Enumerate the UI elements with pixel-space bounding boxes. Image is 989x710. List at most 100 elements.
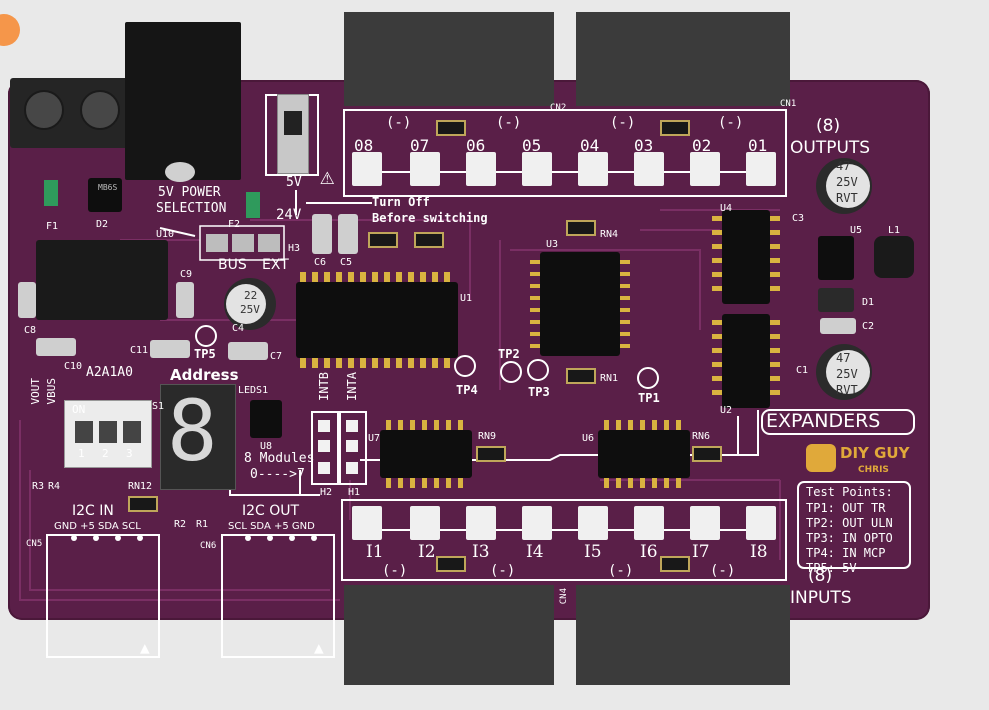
dip-1-label: 1 [78,447,85,460]
output-connector-cn1 [576,12,790,106]
inta-label: INTA [345,372,359,401]
output-connector-cn2 [344,12,554,106]
ref-h3: H3 [288,243,301,254]
resistor-pack [660,120,690,136]
driver-chip-u2 [722,314,770,408]
ref-u7: U7 [368,433,381,444]
i2c-out-pins: SCL SDA +5 GND [228,521,315,532]
logo-subtext: CHRIS [858,465,889,475]
input-label: I1 [366,542,384,562]
ref-c9: C9 [180,269,193,280]
resistor-pack [566,220,596,236]
input-label: I6 [640,542,658,562]
i2c-in-pins: GND +5 SDA SCL [54,521,141,532]
output-label: 04 [580,136,600,155]
output-led [578,152,608,186]
test-point-4: TP4: IN MCP [806,546,886,560]
capacitor-c7 [228,342,268,360]
test-point-5: TP5: 5V [806,561,857,575]
output-led [634,152,664,186]
i2c-in-arrow-icon: ▲ [140,638,150,657]
bus-ext-jumper[interactable] [206,232,282,254]
input-label: I7 [692,542,710,562]
address-dip-switch[interactable] [64,400,152,468]
bus-label: BUS [218,257,247,273]
bridge-d2 [88,178,122,212]
ref-u5: U5 [850,225,863,236]
capacitor-c2 [820,318,856,334]
ref-cn4: CN4 [559,588,569,605]
cap-value: 47 [836,351,851,365]
modules-range: 0---->7 [250,467,305,482]
regulator-u10 [36,240,168,320]
ref-leds1: LEDS1 [238,385,269,396]
ref-c2: C2 [862,321,875,332]
chip-u5 [818,236,854,280]
test-point-1: TP1: OUT TR [806,501,886,515]
resistor-pack [414,232,444,248]
opto-chip-u7 [380,430,472,478]
output-label: 01 [748,136,768,155]
resistor-pack [660,556,690,572]
output-led [522,152,552,186]
capacitor-c9 [176,282,194,318]
led-row-outputs [352,152,776,194]
power-label: 5V POWER [158,185,221,200]
outputs-title: OUTPUTS [790,138,871,158]
power-select-switch[interactable] [277,94,309,174]
test-point-2: TP2: OUT ULN [806,516,893,530]
barrel-jack [125,22,241,182]
cap-value: 22 [244,289,258,302]
minus-marker: (-) [382,563,408,579]
minus-marker: (-) [610,115,636,131]
ref-rn1: RN1 [600,373,619,384]
address-label: Address [170,366,239,384]
diy-guy-logo-icon [806,444,836,472]
input-led [466,506,496,540]
input-led [634,506,664,540]
dip-2-label: 2 [102,447,109,460]
capacitor-c10 [36,338,76,356]
dip-3-label: 3 [126,447,133,460]
ref-u6: U6 [582,433,595,444]
ref-c7: C7 [270,351,283,362]
ref-c8: C8 [24,325,37,336]
modules-label: 8 Modules [244,451,315,466]
address-bits-label: A2A1A0 [86,365,133,380]
opto-chip-u6 [598,430,690,478]
input-connector-cn4 [576,585,790,685]
warning-text: Turn Off [372,195,430,209]
ref-rn4: RN4 [600,229,619,240]
led-row-inputs [352,506,776,548]
resistor-pack [368,232,398,248]
input-label: I4 [526,542,544,562]
fuse-f2 [246,192,260,218]
ref-c1: C1 [796,365,809,376]
i2c-in-connector [46,534,160,658]
mcu-chip-u3 [540,252,620,356]
ref-cn5: CN5 [26,539,43,549]
minus-marker: (-) [490,563,516,579]
ref-r2: R2 [174,519,187,530]
screw-icon [80,90,120,130]
cap-voltage: 25V [836,367,858,381]
input-label: I2 [418,542,436,562]
minus-marker: (-) [496,115,522,131]
input-connector-cn3 [344,585,554,685]
ref-cn2: CN2 [550,103,567,113]
warning-text: Before switching [372,211,488,225]
cap-value: 47 [836,159,851,173]
mcp-chip-u1 [296,282,458,358]
diode-d1 [818,288,854,312]
ref-c6: C6 [314,257,327,268]
ref-d2: D2 [96,219,109,230]
ref-u2: U2 [720,405,733,416]
capacitor-c8 [18,282,36,318]
ref-u1: U1 [460,293,473,304]
i2c-out-connector [221,534,335,658]
minus-marker: (-) [718,115,744,131]
ref-rn6: RN6 [692,431,711,442]
inputs-title: INPUTS [790,588,852,608]
